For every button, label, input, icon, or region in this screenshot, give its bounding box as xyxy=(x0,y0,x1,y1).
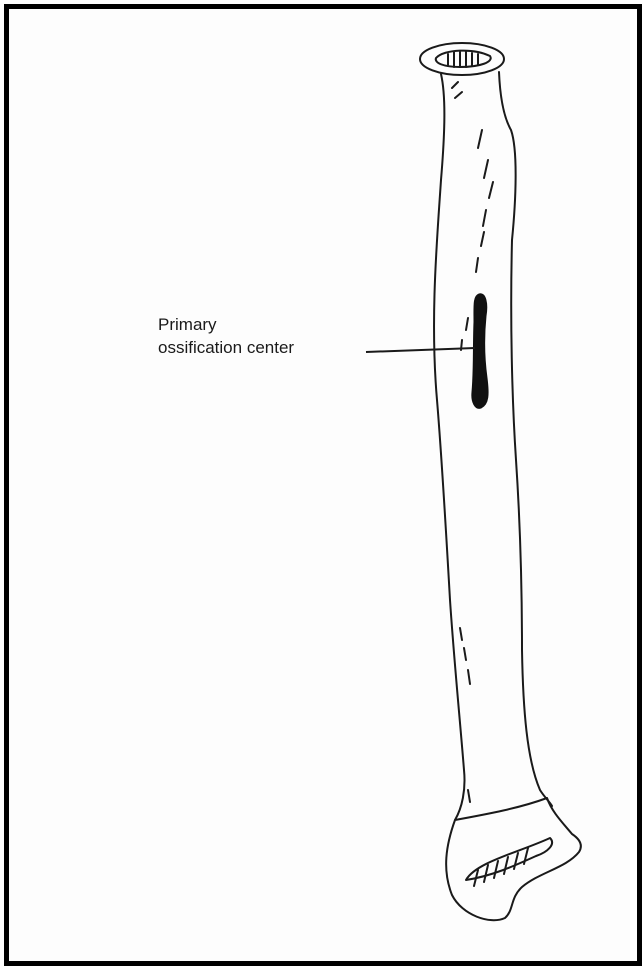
label-leader-line xyxy=(366,348,475,352)
bone-shaft-left-edge xyxy=(434,74,464,820)
label-line-primary: Primary xyxy=(158,313,294,336)
ossification-label: Primary ossification center xyxy=(158,313,294,359)
label-line-ossification-center: ossification center xyxy=(158,336,294,359)
proximal-head xyxy=(420,43,504,75)
distal-end xyxy=(446,798,581,920)
bone-shaft-right-edge xyxy=(499,72,552,806)
primary-ossification-center xyxy=(472,294,488,409)
